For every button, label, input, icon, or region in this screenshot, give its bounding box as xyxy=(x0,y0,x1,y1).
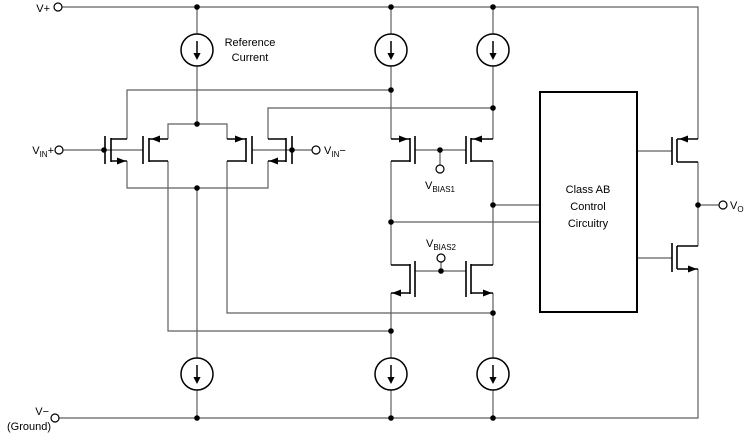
junction-dot xyxy=(194,121,200,127)
mosfet-body xyxy=(391,136,416,164)
junction-dots xyxy=(101,4,701,421)
class-ab-label-line1: Class AB xyxy=(566,184,611,196)
source-arrow xyxy=(483,289,492,297)
wire-sum-top-right xyxy=(267,66,494,139)
wire xyxy=(62,6,699,139)
mosfet-body xyxy=(227,136,253,164)
ground-label: (Ground) xyxy=(7,421,51,433)
input-pmos-left xyxy=(142,135,168,164)
vminus-rail xyxy=(59,269,699,419)
current-arrowhead xyxy=(489,53,497,60)
current-source-top-right xyxy=(476,33,510,67)
current-arrowhead xyxy=(193,377,201,384)
cascode-nmos-right xyxy=(465,261,493,297)
source-arrow xyxy=(688,265,697,273)
vout-terminal xyxy=(718,200,728,210)
source-arrow xyxy=(269,157,278,165)
vbias2-label: VBIAS2 xyxy=(426,238,457,252)
reference-current-label-line2: Current xyxy=(232,52,269,64)
junction-dot xyxy=(490,4,496,10)
source-arrow xyxy=(473,135,482,143)
reference-current-source xyxy=(180,33,214,67)
wire-sum-bot-left xyxy=(167,161,392,358)
source-arrow xyxy=(151,135,160,143)
output-nmos xyxy=(671,243,698,273)
junction-dot xyxy=(490,202,496,208)
junction-dot xyxy=(101,147,107,153)
junction-dot xyxy=(695,202,701,208)
source-arrow xyxy=(399,135,408,143)
junction-dot xyxy=(388,328,394,334)
vplus-rail xyxy=(62,6,699,139)
wire-sum-bot-right xyxy=(226,161,494,358)
vout-label: VO xyxy=(730,200,744,214)
junction-dot xyxy=(388,415,394,421)
mosfet-body xyxy=(465,261,493,297)
mosfet-body xyxy=(391,261,416,297)
vin-minus-terminal xyxy=(311,145,321,155)
current-arrowhead xyxy=(387,377,395,384)
source-arrow xyxy=(679,135,688,143)
source-arrow xyxy=(117,157,126,165)
source-arrow xyxy=(392,289,401,297)
wire xyxy=(59,269,699,419)
vbias1-label: VBIAS1 xyxy=(425,180,456,194)
current-sink-bottom-left xyxy=(180,357,214,391)
vplus-terminal xyxy=(53,2,63,12)
mosfet-body xyxy=(142,136,168,164)
vbias2-terminal xyxy=(436,253,446,263)
junction-dot xyxy=(194,4,200,10)
junction-dot xyxy=(388,87,394,93)
vin-minus-label: VIN− xyxy=(324,145,346,159)
mosfet-body xyxy=(671,137,698,165)
current-sink-bottom-right xyxy=(476,357,510,391)
mosfet-body xyxy=(465,136,493,164)
junction-dot xyxy=(490,415,496,421)
class-ab-label-line3: Circuitry xyxy=(568,218,609,230)
vin-plus-terminal xyxy=(54,145,64,155)
wire-output-node xyxy=(697,162,719,246)
cascode-pmos-right xyxy=(465,135,493,164)
class-ab-box: Class AB Control Circuitry xyxy=(539,91,638,313)
output-pmos xyxy=(671,135,698,165)
junction-dot xyxy=(194,185,200,191)
junction-dot xyxy=(437,147,443,153)
wire-cascode-left-out xyxy=(390,161,540,265)
current-sink-bottom-middle xyxy=(374,357,408,391)
junction-dot xyxy=(490,310,496,316)
input-pmos-right xyxy=(227,135,253,164)
junction-dot xyxy=(438,268,444,274)
junction-dot xyxy=(388,219,394,225)
junction-dot xyxy=(388,4,394,10)
source-arrow xyxy=(235,135,244,143)
vplus-label: V+ xyxy=(36,3,50,15)
current-arrowhead xyxy=(387,53,395,60)
reference-current-label-line1: Reference xyxy=(225,37,276,49)
current-source-top-middle xyxy=(374,33,408,67)
junction-dot xyxy=(194,415,200,421)
mosfet-body xyxy=(671,243,698,272)
vminus-label: V− xyxy=(35,406,49,418)
vbias1-terminal xyxy=(435,164,445,174)
vin-plus-label: VIN+ xyxy=(32,145,54,159)
terminals xyxy=(50,2,728,423)
cascode-pmos-left xyxy=(391,135,416,164)
junction-dot xyxy=(289,147,295,153)
vminus-terminal xyxy=(50,413,60,423)
class-ab-outline xyxy=(539,91,638,313)
cascode-nmos-left xyxy=(391,261,416,297)
current-arrowhead xyxy=(489,377,497,384)
class-ab-label-line2: Control xyxy=(570,201,605,213)
wire-sum-top-left xyxy=(126,66,392,139)
labels: V+ VIN+ VIN− Reference Current VBIAS1 VB… xyxy=(7,3,744,433)
junction-dot xyxy=(490,105,496,111)
wire-cascode-right-out xyxy=(492,161,540,265)
current-arrowhead xyxy=(193,53,201,60)
